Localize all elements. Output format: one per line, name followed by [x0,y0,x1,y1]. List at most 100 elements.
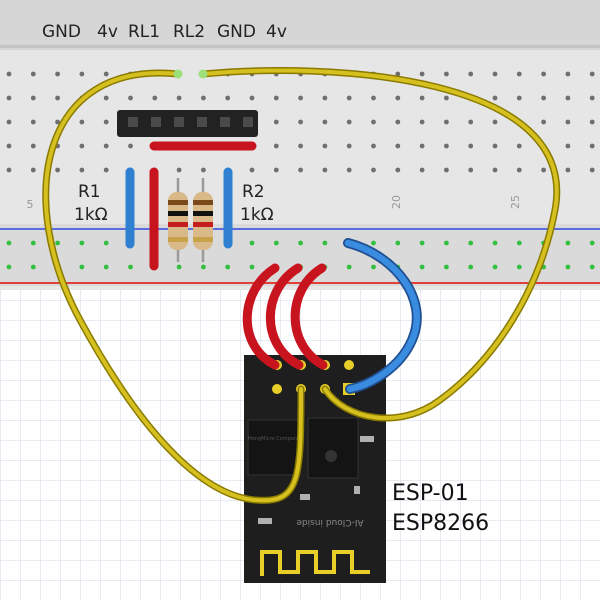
breadboard-hole [273,240,279,246]
breadboard-hole [225,264,231,270]
breadboard-hole [589,119,595,125]
header-labels: GND 4v RL1 RL2 GND 4v [42,22,287,42]
breadboard-hole [128,95,133,101]
breadboard-hole [444,240,449,246]
breadboard-hole [298,143,303,149]
blue-jumper-wire [344,239,420,393]
breadboard-hole [444,167,449,173]
breadboard-hole [492,95,498,101]
chip-silkscreen-text: HongMicro Company [248,436,300,442]
wire-endpoint [198,69,208,79]
breadboard-hole [492,119,498,125]
breadboard-hole [273,167,279,173]
breadboard-hole [346,95,352,101]
breadboard-hole [6,119,12,125]
module-label-esp8266: ESP8266 [392,511,489,536]
resistor-label-r2: R2 [242,182,265,202]
resistor-icon [193,178,213,262]
red-jumper-wire [242,263,280,370]
breadboard-hole [201,167,206,173]
breadboard-hole [444,95,449,101]
breadboard-hole [273,119,279,125]
breadboard-hole [541,95,546,101]
breadboard-hole [492,143,498,149]
breadboard-hole [468,264,474,270]
breadboard-hole [79,143,85,149]
column-number: 5 [27,198,34,211]
breadboard-header-strip [0,0,600,50]
breadboard-hole [30,264,36,270]
breadboard-hole [565,240,571,246]
breadboard-hole [298,167,303,173]
breadboard-hole [492,167,498,173]
breadboard-hole [468,167,474,173]
breadboard-hole [346,167,352,173]
breadboard-hole [565,71,571,77]
breadboard-hole [419,71,425,77]
breadboard-hole [444,264,449,270]
breadboard-hole [589,264,595,270]
breadboard-hole [103,143,109,149]
breadboard-hole [371,167,376,173]
breadboard-hole [30,167,36,173]
breadboard-hole [492,264,498,270]
breadboard-hole [492,71,498,77]
breadboard-hole [128,264,133,270]
breadboard-hole [468,71,474,77]
breadboard-hole [468,143,474,149]
breadboard-hole [395,119,401,125]
breadboard-hole [541,71,546,77]
breadboard-hole [6,71,12,77]
breadboard-hole [516,71,522,77]
breadboard-hole [55,167,60,173]
breadboard-hole [395,167,401,173]
breadboard-hole [55,71,60,77]
breadboard-hole [225,95,231,101]
breadboard-hole [346,119,352,125]
breadboard-hole [298,240,303,246]
breadboard-hole [371,143,376,149]
breadboard-hole [6,240,12,246]
breadboard-hole [103,119,109,125]
breadboard-hole [322,167,328,173]
breadboard-hole [371,95,376,101]
breadboard-hole [444,143,449,149]
breadboard-hole [79,240,85,246]
breadboard-hole [346,143,352,149]
breadboard-hole [249,240,255,246]
column-number: 25 [509,195,522,209]
breadboard-hole [468,119,474,125]
power-rail [0,224,600,286]
breadboard-hole [103,240,109,246]
breadboard-hole [371,264,376,270]
antenna-silkscreen-text: AI-Cloud inside [296,517,364,527]
breadboard-hole [249,264,255,270]
header-label-4v-2: 4v [266,22,287,42]
breadboard-hole [103,167,109,173]
resistor-label-r1: R1 [78,182,101,202]
yellow-jumper-wire [201,68,559,421]
breadboard-hole [492,240,498,246]
breadboard-hole [79,167,85,173]
header-label-rl1: RL1 [128,22,160,42]
breadboard-hole [30,71,36,77]
breadboard-hole [103,95,109,101]
breadboard-hole [79,71,85,77]
yellow-jumper-wire [43,71,303,503]
breadboard-hole [516,95,522,101]
header-label-rl2: RL2 [173,22,205,42]
breadboard-hole [565,167,571,173]
breadboard-hole [395,240,401,246]
breadboard-hole [565,264,571,270]
breadboard-hole [346,264,352,270]
breadboard-hole [541,167,546,173]
breadboard-hole [468,240,474,246]
breadboard-hole [79,119,85,125]
breadboard-hole [419,240,425,246]
breadboard-hole [249,95,255,101]
breadboard-hole [6,264,12,270]
breadboard-hole [322,119,328,125]
breadboard-hole [419,264,425,270]
breadboard-hole [589,240,595,246]
